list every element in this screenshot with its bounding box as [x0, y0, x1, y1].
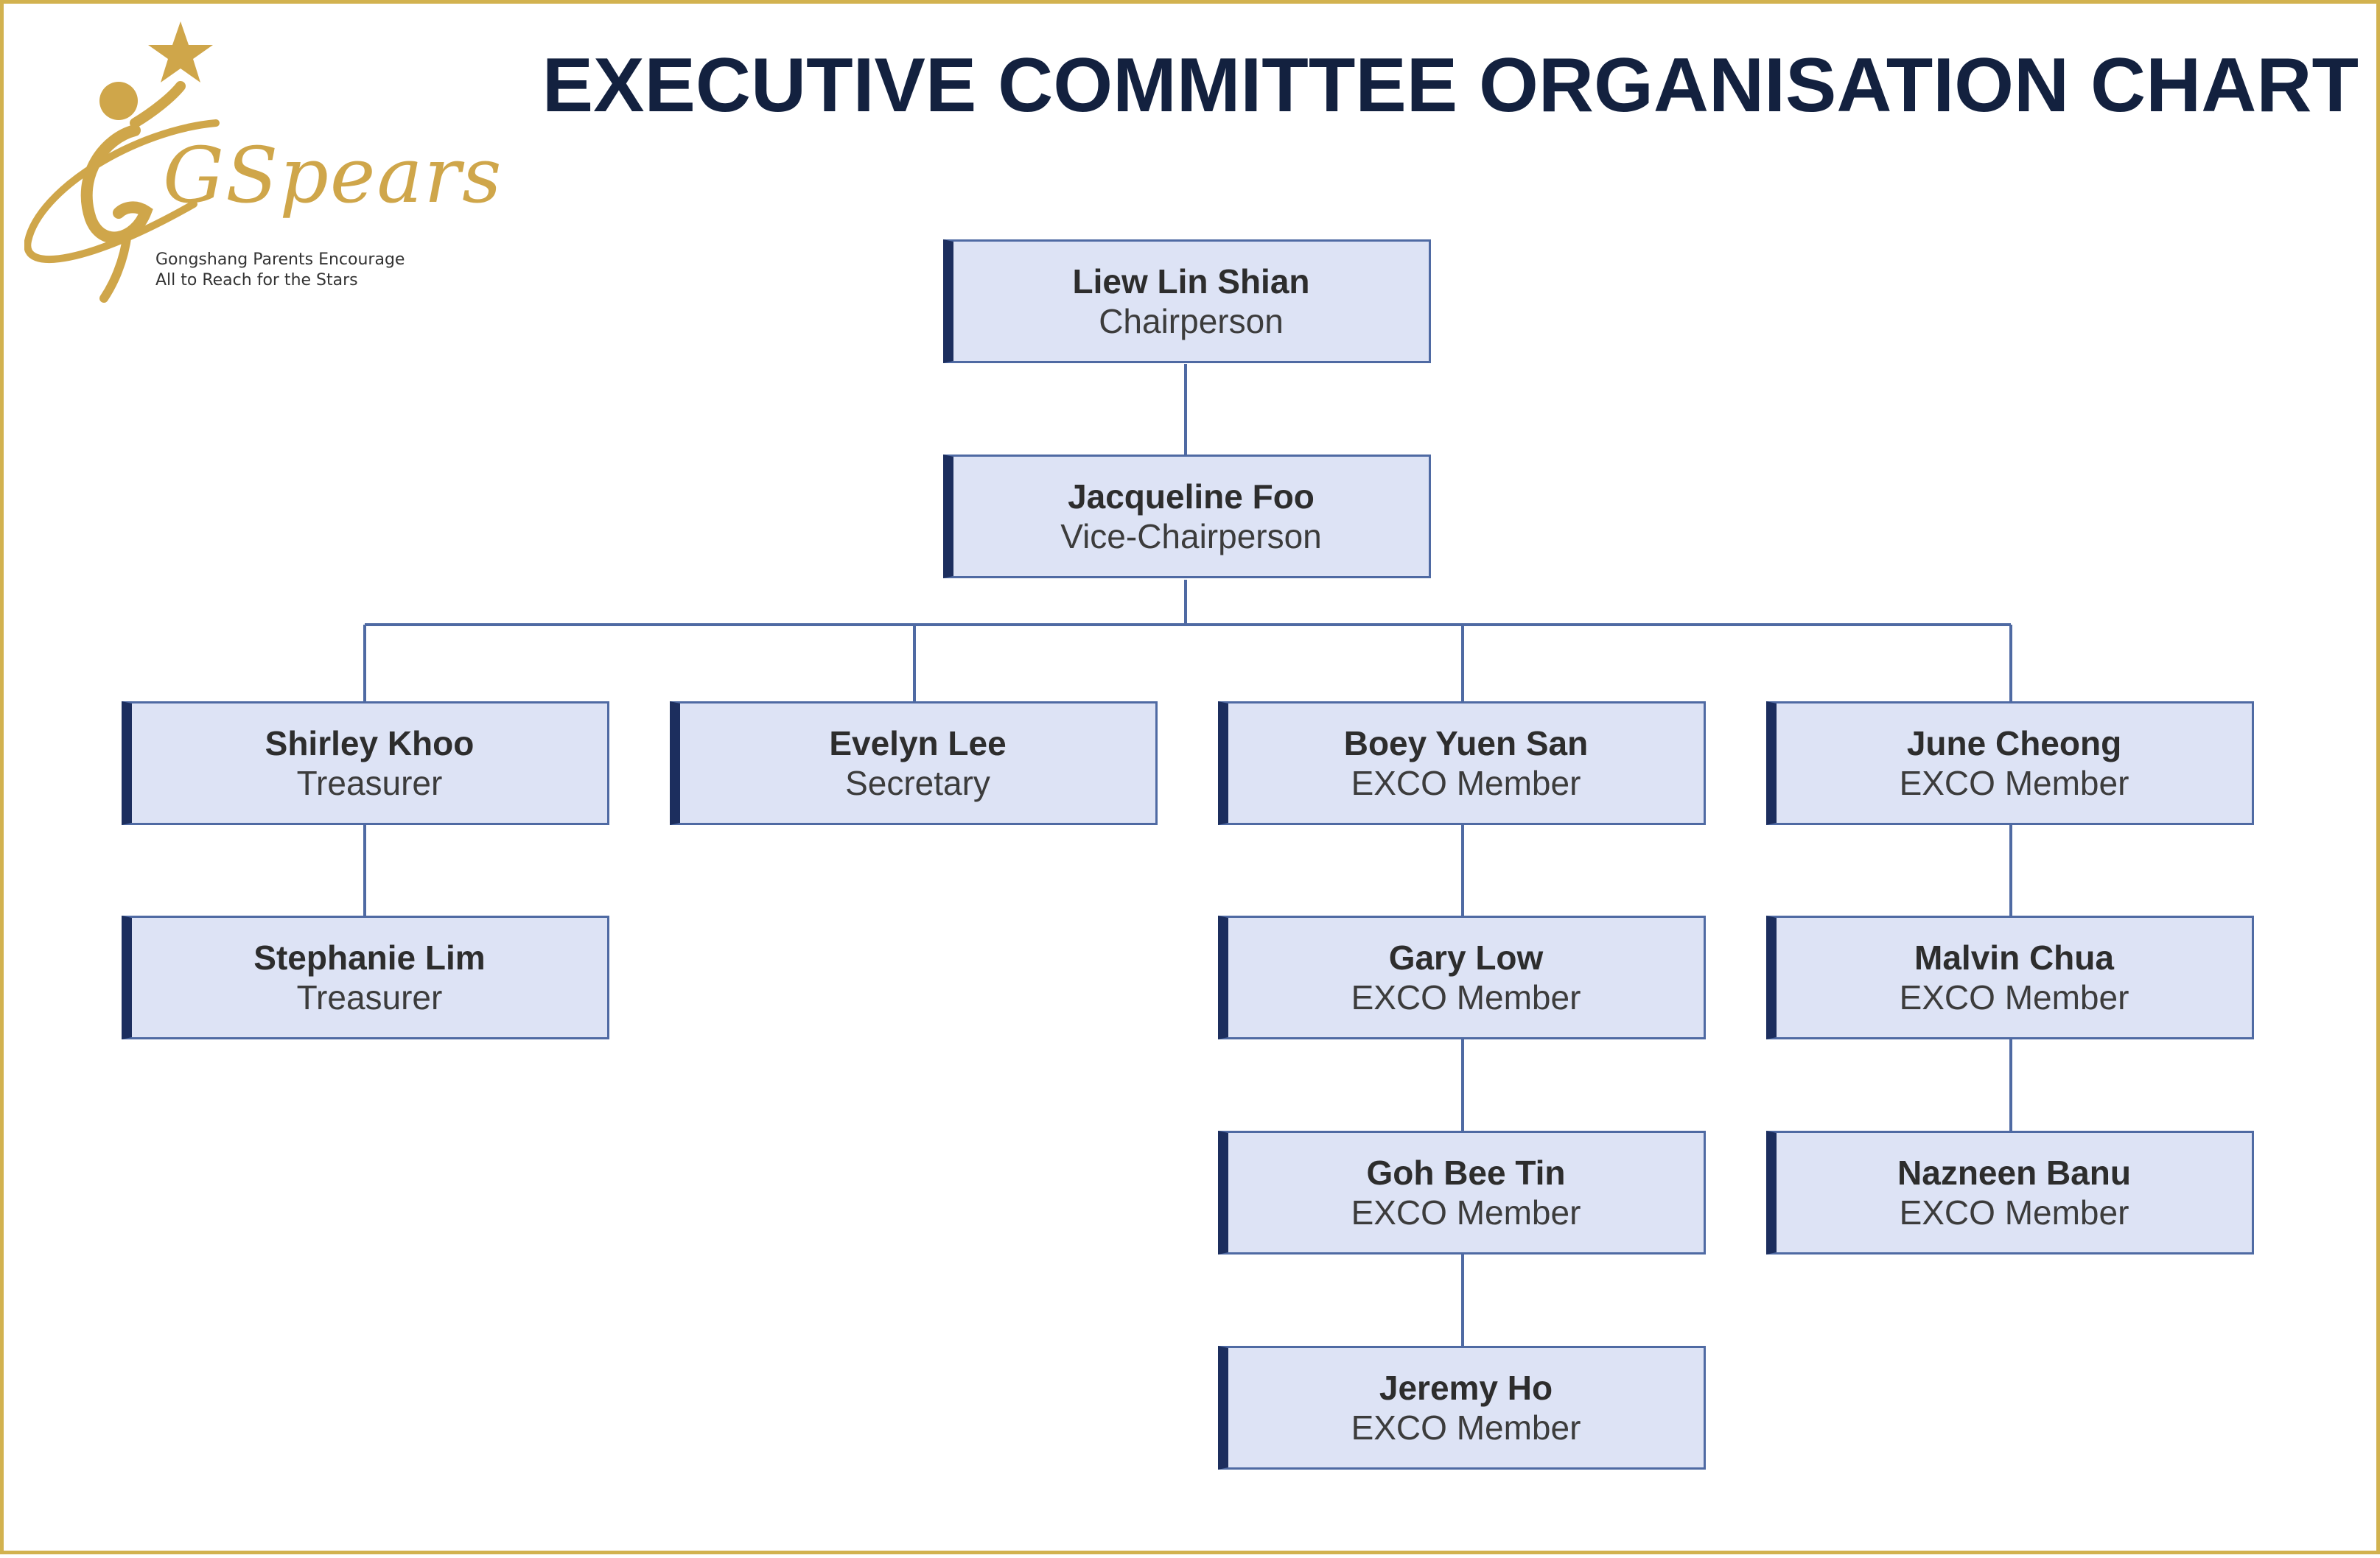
node-name: Goh Bee Tin [1366, 1154, 1566, 1192]
node-name: Shirley Khoo [265, 724, 475, 762]
page-title: EXECUTIVE COMMITTEE ORGANISATION CHART [542, 43, 2359, 128]
logo-tagline: Gongshang Parents Encourage All to Reach… [155, 250, 405, 291]
org-node-exco-4: Jeremy Ho EXCO Member [1218, 1346, 1706, 1470]
org-node-treasurer-2: Stephanie Lim Treasurer [122, 916, 609, 1039]
node-name: Liew Lin Shian [1072, 262, 1310, 301]
logo-star-figure-icon [24, 21, 220, 303]
org-node-exco-2: Gary Low EXCO Member [1218, 916, 1706, 1039]
node-name: Jeremy Ho [1379, 1369, 1553, 1407]
node-role: Vice-Chairperson [1060, 517, 1322, 555]
logo-tagline-line-1: Gongshang Parents Encourage [155, 250, 405, 269]
node-role: Secretary [845, 764, 990, 802]
node-name: Boey Yuen San [1343, 724, 1589, 762]
org-node-chairperson: Liew Lin Shian Chairperson [943, 239, 1431, 363]
node-role: EXCO Member [1351, 978, 1581, 1017]
logo-tagline-line-2: All to Reach for the Stars [155, 271, 358, 290]
org-node-secretary: Evelyn Lee Secretary [670, 701, 1158, 825]
gspears-logo: GSpears Gongshang Parents Encourage All … [24, 20, 502, 307]
node-role: EXCO Member [1899, 764, 2129, 802]
org-node-vice-chairperson: Jacqueline Foo Vice-Chairperson [943, 455, 1431, 578]
node-role: Chairperson [1099, 302, 1284, 340]
node-role: Treasurer [296, 764, 443, 802]
org-node-exco-6: Malvin Chua EXCO Member [1766, 916, 2254, 1039]
node-role: EXCO Member [1351, 764, 1581, 802]
node-name: Gary Low [1388, 938, 1544, 977]
node-role: EXCO Member [1351, 1408, 1581, 1447]
node-role: EXCO Member [1899, 978, 2129, 1017]
node-name: Evelyn Lee [829, 724, 1007, 762]
org-node-exco-5: June Cheong EXCO Member [1766, 701, 2254, 825]
connector-lines [363, 364, 2012, 1347]
org-node-exco-1: Boey Yuen San EXCO Member [1218, 701, 1706, 825]
org-node-treasurer-1: Shirley Khoo Treasurer [122, 701, 609, 825]
node-role: Treasurer [296, 978, 443, 1017]
node-role: EXCO Member [1351, 1193, 1581, 1232]
node-role: EXCO Member [1899, 1193, 2129, 1232]
node-name: Nazneen Banu [1897, 1154, 2131, 1192]
node-name: June Cheong [1906, 724, 2122, 762]
org-node-exco-7: Nazneen Banu EXCO Member [1766, 1131, 2254, 1255]
org-node-exco-3: Goh Bee Tin EXCO Member [1218, 1131, 1706, 1255]
logo-wordmark: GSpears [163, 130, 503, 220]
node-name: Stephanie Lim [253, 938, 486, 977]
node-name: Malvin Chua [1914, 938, 2114, 977]
node-name: Jacqueline Foo [1068, 477, 1315, 516]
